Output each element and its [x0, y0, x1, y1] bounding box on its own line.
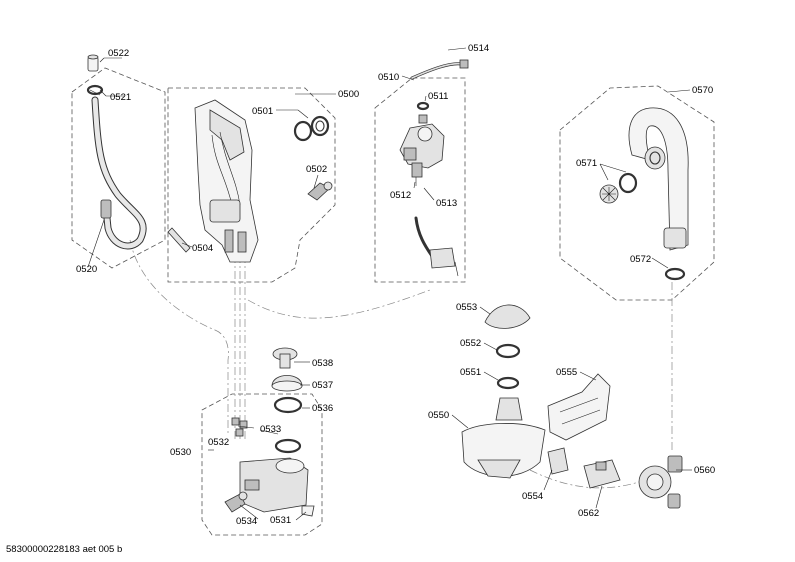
label-0551[interactable]: 0551 [460, 367, 481, 378]
label-0533[interactable]: 0533 [260, 424, 281, 435]
label-0522[interactable]: 0522 [108, 48, 129, 59]
label-0520[interactable]: 0520 [76, 264, 97, 275]
part-0512-connector [411, 162, 423, 186]
label-0554[interactable]: 0554 [522, 491, 543, 502]
connection-frame-to-valve [247, 289, 431, 319]
group-outline-0530 [201, 393, 323, 536]
part-0570-hose [628, 107, 689, 251]
part-0572-ring [664, 267, 686, 281]
part-0555-bracket [547, 373, 611, 441]
part-0513-cable [414, 216, 459, 277]
label-0537[interactable]: 0537 [312, 380, 333, 391]
label-0514[interactable]: 0514 [468, 43, 489, 54]
label-0521[interactable]: 0521 [110, 92, 131, 103]
part-0552-ring [495, 343, 521, 359]
label-0504[interactable]: 0504 [192, 243, 213, 254]
part-0520-hose [91, 96, 147, 250]
part-0537-cover [271, 375, 303, 392]
label-0555[interactable]: 0555 [556, 367, 577, 378]
label-0512[interactable]: 0512 [390, 190, 411, 201]
label-0500[interactable]: 0500 [338, 89, 359, 100]
part-0554-clip [547, 447, 569, 475]
label-0538[interactable]: 0538 [312, 358, 333, 369]
label-0532[interactable]: 0532 [208, 437, 229, 448]
part-0532-clips [231, 417, 248, 437]
label-0530[interactable]: 0530 [170, 447, 191, 458]
label-0572[interactable]: 0572 [630, 254, 651, 265]
part-0536-ring [273, 396, 303, 414]
part-0562-sensor [583, 459, 621, 489]
label-0553[interactable]: 0553 [456, 302, 477, 313]
part-0571-nut-and-ring [599, 172, 638, 204]
part-0502-nozzle [307, 181, 333, 201]
label-0550[interactable]: 0550 [428, 410, 449, 421]
label-0511[interactable]: 0511 [428, 91, 448, 102]
part-0514-hose [410, 59, 469, 80]
part-0501-seal-rings [293, 115, 330, 142]
label-0536[interactable]: 0536 [312, 403, 333, 414]
connection-lines [129, 239, 673, 489]
group-outline-0520 [71, 67, 166, 269]
part-0538-cap [272, 347, 298, 369]
label-0570[interactable]: 0570 [692, 85, 713, 96]
label-0531[interactable]: 0531 [270, 515, 291, 526]
label-0502[interactable]: 0502 [306, 164, 327, 175]
part-0553-cap [484, 304, 531, 329]
part-0510-valve [399, 123, 445, 169]
group-outline-0510 [374, 77, 466, 283]
label-0513[interactable]: 0513 [436, 198, 457, 209]
label-0501[interactable]: 0501 [252, 106, 273, 117]
leader-lines [87, 47, 692, 521]
group-outlines [71, 67, 715, 536]
part-0534-valve [224, 491, 248, 513]
label-0571[interactable]: 0571 [576, 158, 597, 169]
label-0552[interactable]: 0552 [460, 338, 481, 349]
label-0510[interactable]: 0510 [378, 72, 399, 83]
label-0560[interactable]: 0560 [694, 465, 715, 476]
label-0562[interactable]: 0562 [578, 508, 599, 519]
group-outline-0570 [559, 85, 715, 301]
part-0511-washer [416, 101, 430, 124]
label-0534[interactable]: 0534 [236, 516, 257, 527]
part-0530-sump [239, 457, 309, 513]
group-outline-0500 [167, 87, 336, 283]
connection-hose-to-sump [129, 239, 229, 435]
part-0522-cap [87, 54, 99, 72]
part-0560-pump [638, 455, 683, 509]
document-number: 58300000228183 aet 005 b [6, 544, 122, 555]
part-0500-frame [167, 99, 259, 263]
part-labels: 0522 0521 0520 0500 0501 0502 0504 0510 … [76, 43, 715, 527]
part-0521-clamp [86, 84, 104, 96]
part-0531-clip [301, 505, 315, 517]
part-0533-ring [274, 438, 302, 454]
part-0551-ring [496, 376, 520, 390]
part-0550-housing [461, 397, 546, 479]
